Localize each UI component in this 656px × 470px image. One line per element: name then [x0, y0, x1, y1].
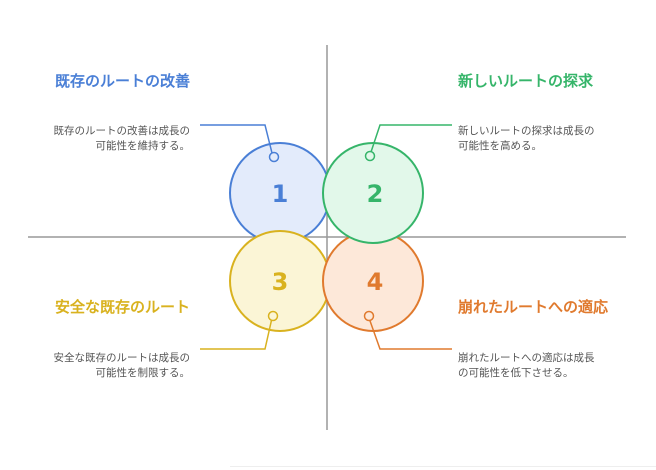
quadrant-title-2: 新しいルートの探求 [458, 72, 594, 90]
connector-dot-4 [363, 310, 375, 322]
connector-1 [200, 124, 273, 154]
quadrant-description-4: 崩れたルートへの適応は成長の可能性を低下させる。 [458, 352, 595, 379]
quadrant-title-3: 安全な既存のルート [54, 298, 190, 316]
quadrant-description-1: 既存のルートの改善は成長の可能性を維持する。 [53, 125, 191, 152]
quadrant-number-4: 4 [367, 268, 384, 296]
circle-2 [322, 142, 424, 244]
quadrant-number-3: 3 [272, 268, 289, 296]
quadrant-number-1: 1 [272, 180, 289, 208]
connector-2 [370, 124, 452, 153]
quadrant-description-3: 安全な既存のルートは成長の可能性を制限する。 [53, 352, 191, 379]
quadrant-title-4: 崩れたルートへの適応 [458, 298, 609, 316]
quadrant-number-2: 2 [367, 180, 384, 208]
connector-dot-3 [267, 310, 279, 322]
connector-dot-2 [364, 150, 376, 162]
connector-4 [368, 317, 452, 350]
connector-dot-1 [268, 151, 280, 163]
quadrant-description-2: 新しいルートの探求は成長の可能性を高める。 [458, 125, 595, 152]
connector-3 [200, 317, 273, 350]
quadrant-title-1: 既存のルートの改善 [54, 72, 190, 90]
bottom-divider [230, 466, 656, 467]
